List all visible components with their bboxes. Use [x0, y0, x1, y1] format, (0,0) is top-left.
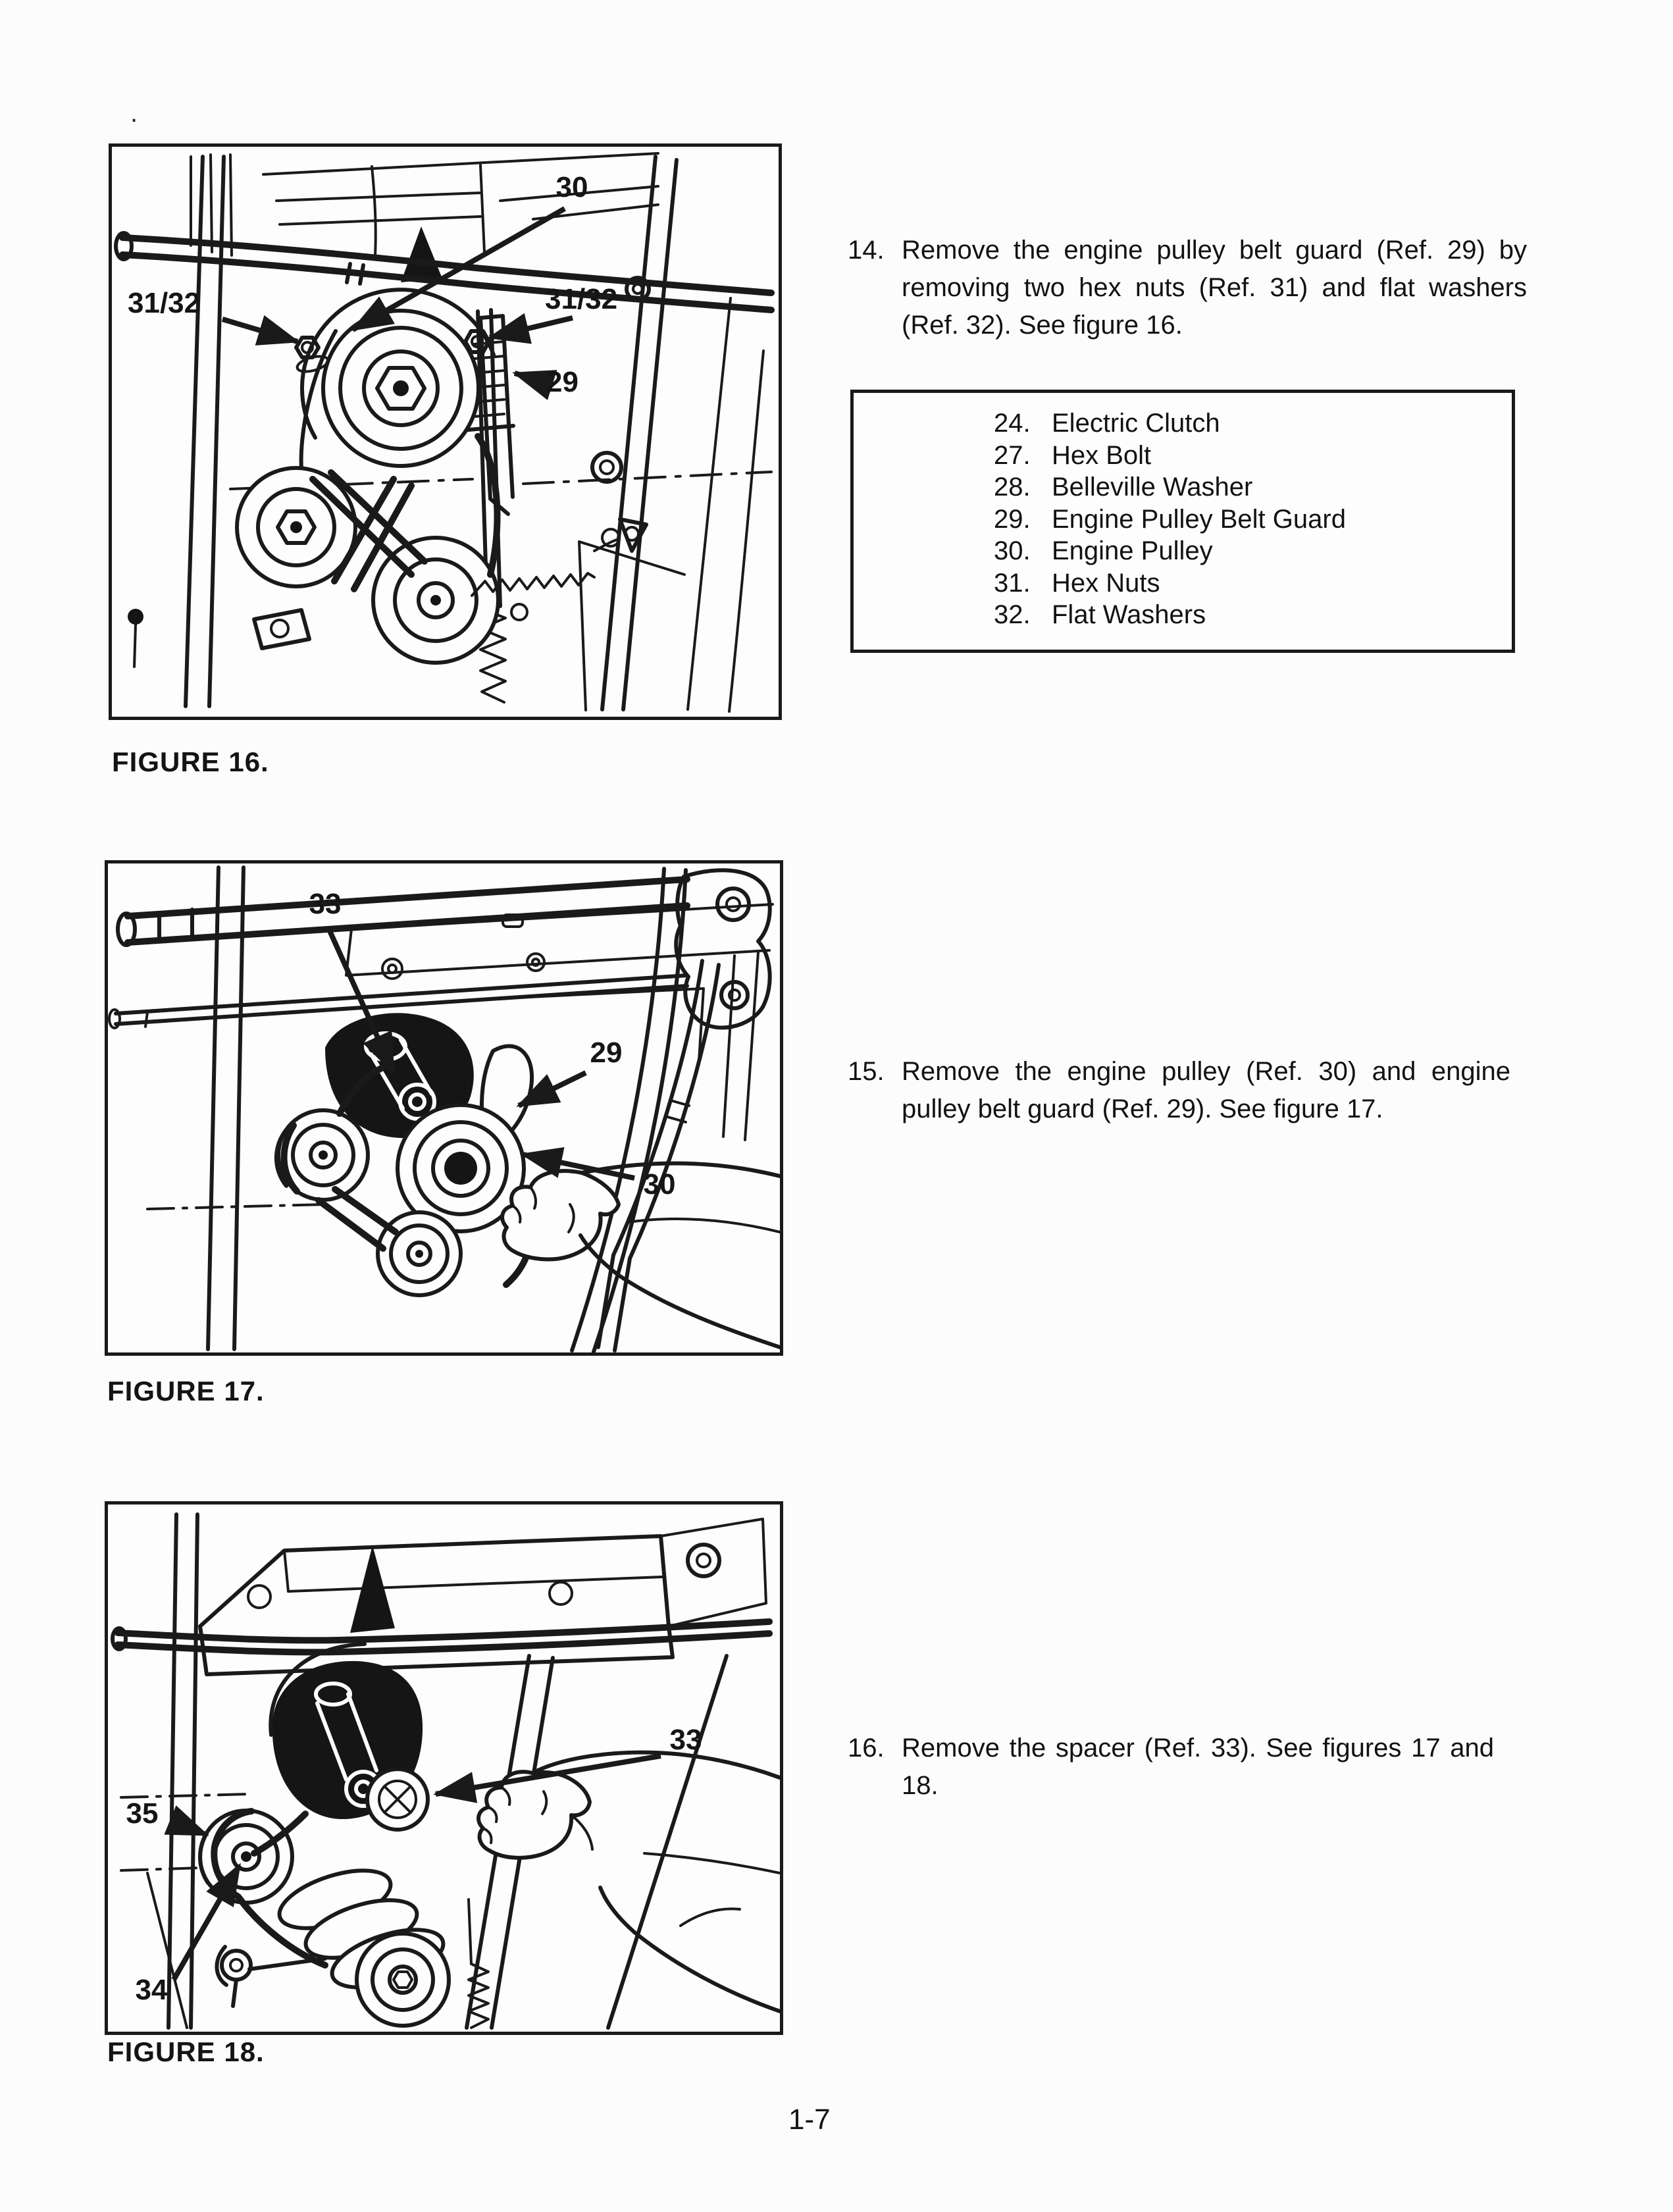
step-15: 15. Remove the engine pulley (Ref. 30) a…: [848, 1053, 1510, 1128]
spring: [471, 517, 648, 597]
parts-list-item: 30. Engine Pulley: [994, 535, 1346, 567]
part-name: Engine Pulley Belt Guard: [1052, 504, 1346, 534]
figure-18-box: 33 35 34: [105, 1501, 783, 2035]
callout-3132-right: 31/32: [545, 283, 617, 315]
step-16: 16. Remove the spacer (Ref. 33). See fig…: [848, 1730, 1494, 1805]
callout-29: 29: [546, 366, 579, 398]
lift-bar: [116, 876, 690, 947]
parts-list: 24. Electric Clutch 27. Hex Bolt 28. Bel…: [994, 407, 1346, 631]
parts-list-box: 24. Electric Clutch 27. Hex Bolt 28. Bel…: [850, 390, 1515, 653]
parts-list-item: 27. Hex Bolt: [994, 440, 1346, 472]
stray-scan-mark: .: [130, 99, 138, 128]
step-15-text: Remove the engine pulley (Ref. 30) and e…: [902, 1057, 1510, 1123]
step-15-number: 15.: [848, 1057, 885, 1086]
electric-clutch: [325, 1013, 474, 1139]
part-ref: 32.: [994, 600, 1031, 629]
part-name: Flat Washers: [1052, 600, 1206, 629]
drive-belt: [309, 433, 501, 592]
figure-17-drawing: 33 29 30: [108, 865, 780, 1352]
belt-17: [280, 1061, 534, 1288]
leader-35: [164, 1805, 209, 1838]
callout-30: 30: [556, 171, 588, 203]
idler-pulley: [235, 466, 357, 588]
leader-30: [350, 206, 566, 332]
callouts-17: 33 29 30: [309, 888, 676, 1200]
callout-3132-left: 31/32: [128, 287, 200, 319]
leader-33: [433, 1753, 661, 1803]
part-ref: 30.: [994, 536, 1031, 565]
pulley-stack-18: [277, 1868, 451, 2028]
parts-list-item: 32. Flat Washers: [994, 599, 1346, 631]
parts-list-item: 28. Belleville Washer: [994, 471, 1346, 503]
engine-pulley: [321, 309, 480, 468]
part-ref: 24.: [994, 409, 1031, 438]
spacer-18: [365, 1767, 430, 1832]
page-number: 1-7: [788, 2103, 831, 2136]
figure-16-caption: FIGURE 16.: [112, 746, 269, 777]
leader-3132-left: [221, 315, 300, 346]
step-16-number: 16.: [848, 1734, 885, 1762]
figure-17-box: 33 29 30: [105, 860, 783, 1356]
leader-3132-right: [487, 313, 573, 344]
bottom-details: [128, 603, 528, 668]
figure-18-caption: FIGURE 18.: [107, 2036, 265, 2067]
leader-29: [516, 1070, 587, 1108]
part-name: Hex Nuts: [1052, 568, 1160, 598]
step-14: 14. Remove the engine pulley belt guard …: [848, 232, 1527, 344]
callouts-18: 33 35 34: [126, 1724, 702, 2006]
part-ref: 29.: [994, 504, 1031, 534]
callout-30: 30: [644, 1168, 676, 1200]
step-14-number: 14.: [848, 236, 885, 265]
leader-29: [512, 370, 557, 400]
figure-16-drawing: 30 31/32 31/32 29: [114, 152, 775, 713]
callout-33: 33: [670, 1724, 702, 1756]
part-name: Belleville Washer: [1052, 473, 1253, 502]
right-bracket: [596, 868, 772, 1352]
part-name: Electric Clutch: [1052, 409, 1220, 438]
frame-17: [146, 865, 774, 1352]
hex-nut-right: [463, 329, 491, 354]
part-name: Hex Bolt: [1052, 440, 1152, 470]
leader-34: [171, 1863, 242, 1981]
belt-band: [299, 329, 338, 471]
callout-34: 34: [136, 1974, 168, 2006]
callout-35: 35: [126, 1797, 159, 1830]
arm-hand-18: [476, 1750, 780, 2013]
callouts-16: 30 31/32 31/32 29: [128, 171, 617, 400]
hex-nut-left: [294, 336, 330, 373]
arm-hand-17: [500, 1161, 780, 1349]
step-16-text: Remove the spacer (Ref. 33). See figures…: [902, 1734, 1494, 1800]
step-14-text: Remove the engine pulley belt guard (Ref…: [902, 236, 1527, 340]
callout-33: 33: [309, 888, 342, 920]
parts-list-item: 24. Electric Clutch: [994, 407, 1346, 440]
spring-18: [467, 1898, 490, 2029]
leader-33: [326, 927, 396, 1075]
part-name: Engine Pulley: [1052, 536, 1213, 565]
parts-list-item: 31. Hex Nuts: [994, 567, 1346, 600]
part-ref: 28.: [994, 473, 1031, 502]
engine-pulley-17: [396, 1103, 526, 1233]
lift-rod: [114, 231, 775, 313]
parts-list-item: 29. Engine Pulley Belt Guard: [994, 503, 1346, 536]
figure-17-caption: FIGURE 17.: [107, 1376, 265, 1406]
bottom-left-link: [215, 1945, 327, 2008]
figure-16-box: 30 31/32 31/32 29: [109, 143, 782, 720]
part-ref: 27.: [994, 440, 1031, 470]
leader-30: [520, 1146, 635, 1181]
callout-29: 29: [590, 1037, 623, 1069]
figure-18-drawing: 33 35 34: [111, 1512, 780, 2030]
part-ref: 31.: [994, 568, 1031, 598]
rod-18: [111, 1618, 773, 1656]
frame-and-deck: [184, 152, 773, 713]
